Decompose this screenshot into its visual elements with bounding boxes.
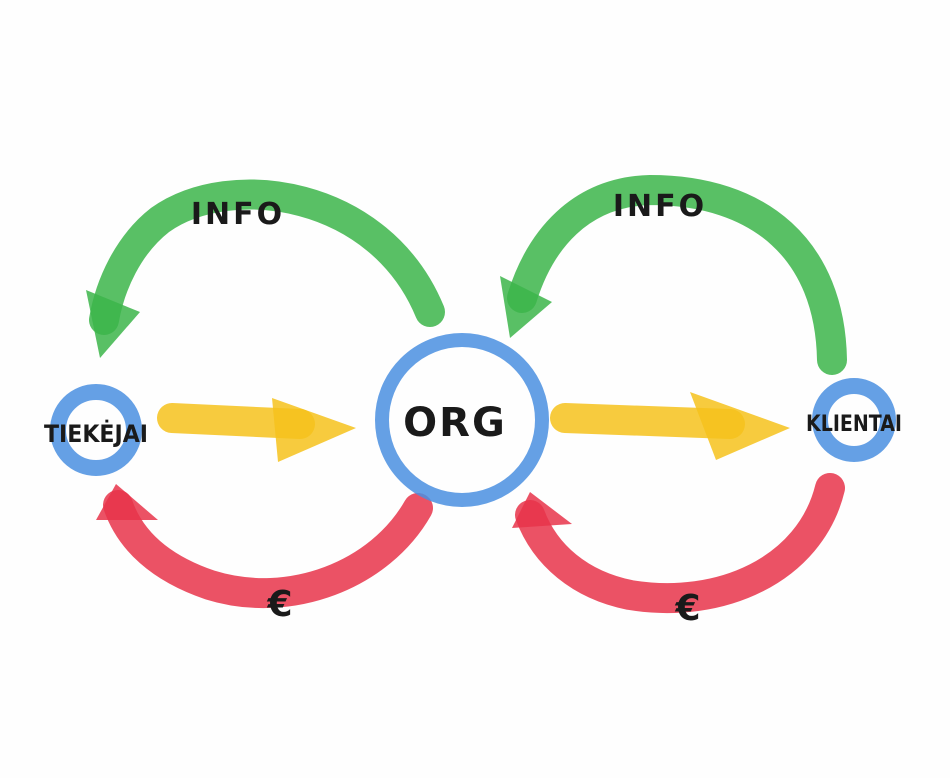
info-arrow-arc-right	[507, 174, 847, 375]
node-clients: KLIENTAI	[806, 378, 902, 462]
info-arrow-clients-to-org	[500, 174, 847, 375]
money-label-left: €	[266, 584, 292, 625]
info-label-right: INFO	[613, 189, 707, 224]
money-arrow-head-left	[96, 484, 158, 520]
node-org-label: ORG	[403, 400, 507, 446]
goods-arrow-org-to-clients	[550, 392, 790, 460]
info-arrow-head-left	[86, 290, 140, 358]
node-org-circle	[375, 333, 549, 507]
node-suppliers: TIEKĖJAI	[44, 384, 148, 476]
node-suppliers-circle	[50, 384, 142, 476]
info-arrow-head-right	[500, 276, 552, 338]
info-arrow-org-to-suppliers	[86, 179, 445, 358]
money-arrow-org-to-suppliers	[96, 484, 433, 609]
money-arrow-clients-to-org	[512, 473, 845, 614]
money-arrow-arc-right	[515, 473, 845, 614]
money-arrow-arc-left	[103, 490, 433, 609]
node-clients-label: KLIENTAI	[806, 412, 902, 437]
goods-arrow-suppliers-to-org	[157, 398, 356, 462]
node-clients-circle	[812, 378, 896, 462]
info-label-left: INFO	[191, 197, 285, 232]
goods-arrow-head-right	[690, 392, 790, 460]
goods-arrow-head-left	[272, 398, 356, 462]
info-arrow-arc-left	[89, 179, 445, 335]
money-arrow-head-right	[512, 492, 572, 528]
node-suppliers-label: TIEKĖJAI	[44, 419, 148, 448]
node-org: ORG	[375, 333, 549, 507]
money-label-right: €	[674, 588, 700, 629]
